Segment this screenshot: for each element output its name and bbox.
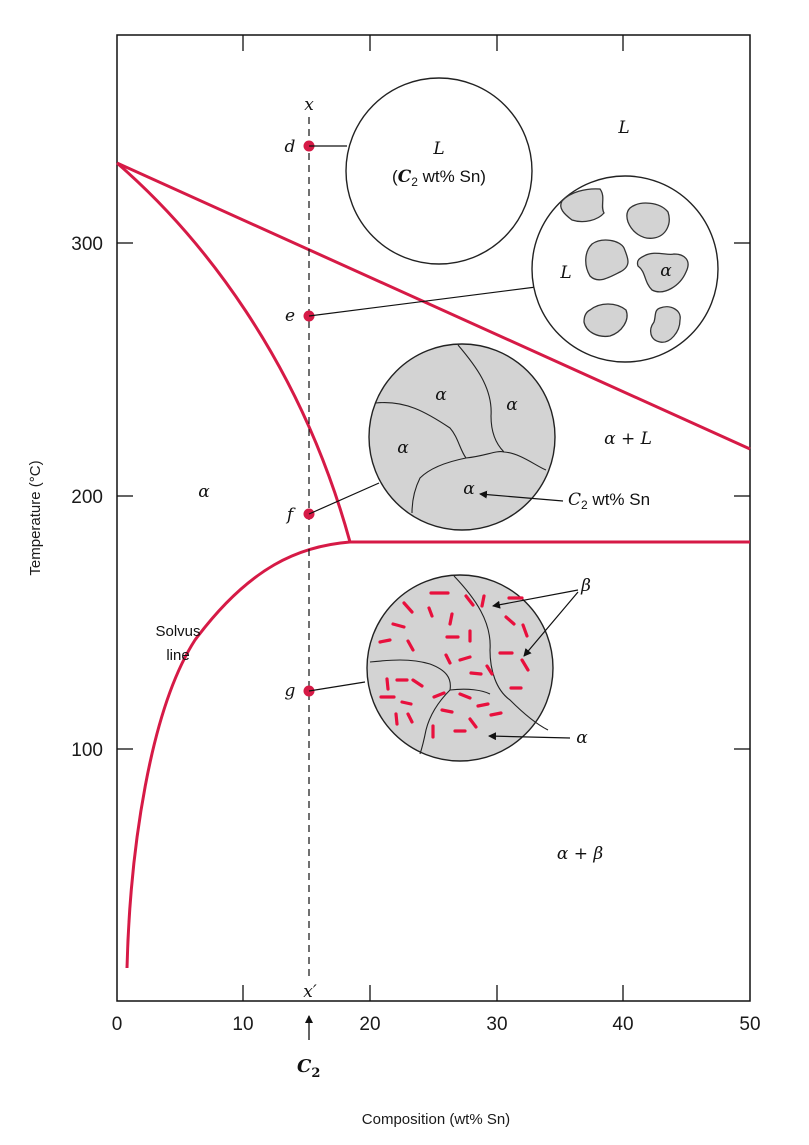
point-f-label: f [285, 505, 296, 525]
micro-e-alpha: α [660, 261, 672, 281]
leader-g [308, 681, 366, 692]
micro-f-grain1: α [435, 385, 447, 405]
micro-g-circle [366, 574, 554, 762]
solvus-label-line1: Solvus [155, 623, 200, 640]
alpha-pointer [488, 732, 571, 741]
liquidus-line [116, 161, 751, 451]
grain-boundary [419, 689, 451, 755]
alpha-grain [583, 303, 628, 338]
grain-boundary [453, 575, 549, 731]
phase-boundaries [116, 161, 751, 969]
micro-d-phase: L [432, 139, 444, 159]
composition-top-label: x [304, 95, 314, 115]
micro-f-grain2: α [506, 395, 518, 415]
point-e-label: e [285, 306, 295, 326]
beta-particles [378, 591, 530, 739]
microstructure-e: L α [531, 175, 719, 363]
grain-boundary [457, 344, 505, 453]
microstructure-d: L (C2 wt% Sn) [345, 77, 533, 265]
c2-marker-label: C2 [297, 1056, 320, 1081]
grain-boundary [411, 457, 467, 514]
x-tick-40: 40 [612, 1014, 633, 1035]
micro-e-liquid: L [559, 263, 571, 283]
grain-boundary [465, 451, 547, 471]
micro-f-pointer [479, 490, 564, 502]
alpha-grain [636, 252, 689, 293]
x-tick-30: 30 [486, 1014, 507, 1035]
region-alpha-beta: α + β [557, 844, 604, 864]
region-alpha-liquid: α + L [604, 429, 652, 449]
grain-boundary [369, 659, 451, 691]
point-d-label: d [285, 137, 296, 157]
micro-d-circle [345, 77, 533, 265]
composition-bottom-label: x′ [303, 982, 317, 1002]
x-tick-10: 10 [232, 1014, 253, 1035]
grain-boundary [449, 688, 491, 695]
micro-g-beta: β [580, 576, 591, 596]
micro-g-alpha: α [576, 728, 588, 748]
point-g-label: g [285, 681, 296, 701]
leader-f [308, 482, 380, 515]
alpha-grain [585, 239, 629, 281]
beta-pointer-1 [492, 589, 579, 609]
alpha-grain [560, 188, 605, 223]
solvus-line [125, 540, 351, 969]
microstructure-f: α α α α C2 wt% Sn [368, 343, 650, 531]
microstructure-g: β α [366, 574, 591, 762]
region-alpha: α [198, 482, 210, 502]
x-tick-50: 50 [739, 1014, 760, 1035]
x-axis-title: Composition (wt% Sn) [362, 1111, 510, 1128]
micro-f-grain3: α [397, 438, 409, 458]
grain-boundary [375, 401, 467, 459]
solvus-label-line2: line [166, 647, 189, 664]
x-tick-20: 20 [359, 1014, 380, 1035]
beta-pointer-2 [523, 591, 579, 657]
y-tick-300: 300 [71, 234, 103, 255]
y-axis-title: Temperature (°C) [27, 460, 44, 575]
x-tick-0: 0 [112, 1014, 123, 1035]
micro-f-circle [368, 343, 556, 531]
alpha-grain [649, 306, 681, 343]
micro-f-pointer-label: C2 wt% Sn [568, 490, 650, 512]
leader-e [308, 286, 537, 317]
y-tick-200: 200 [71, 487, 103, 508]
region-liquid: L [617, 118, 629, 138]
micro-f-grain4: α [463, 479, 475, 499]
tick-marks [117, 35, 750, 1001]
y-tick-100: 100 [71, 740, 103, 761]
plot-frame [116, 34, 751, 1002]
micro-d-composition: (C2 wt% Sn) [392, 167, 486, 189]
solidus-line [116, 161, 352, 543]
alpha-grain [626, 202, 670, 239]
